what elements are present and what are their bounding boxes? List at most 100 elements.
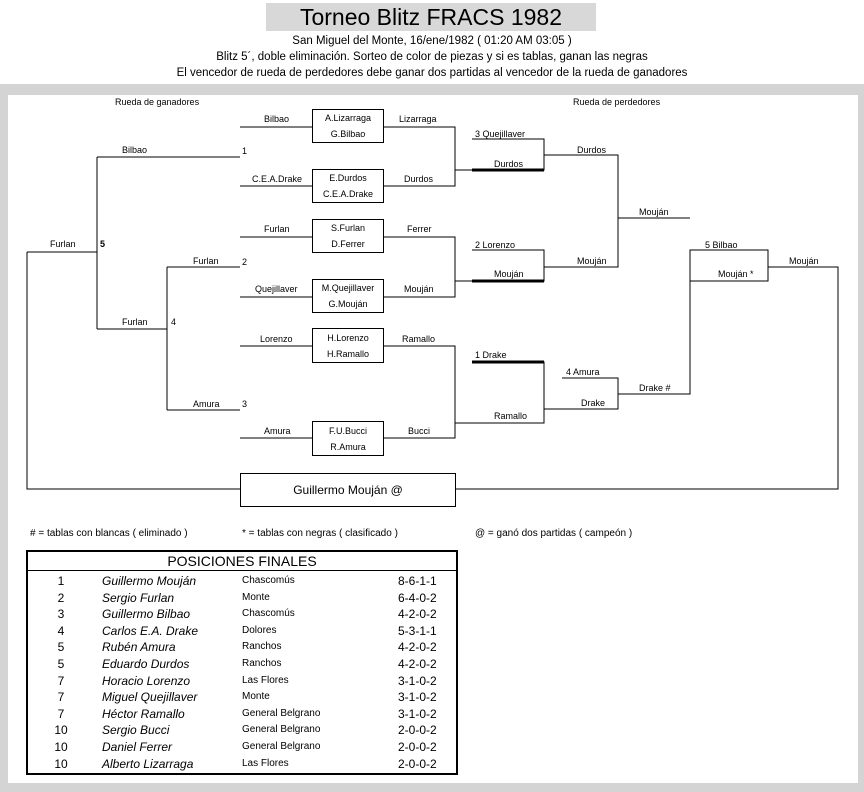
- player-name: Guillermo Mouján: [102, 574, 197, 588]
- rank-cell: 1: [57, 574, 65, 588]
- legend-star: * = tablas con negras ( clasificado ): [242, 528, 398, 539]
- player-score: 2-0-0-2: [398, 740, 437, 754]
- rules-line: Blitz 5´, doble eliminación. Sorteo de c…: [216, 51, 648, 63]
- player-name: Rubén Amura: [102, 640, 176, 655]
- player-score: 2-0-0-2: [398, 756, 437, 771]
- event-info: San Miguel del Monte, 16/ene/1982 ( 01:2…: [292, 35, 572, 47]
- bracket-label: Mouján: [494, 269, 524, 279]
- header: Torneo Blitz FRACS 1982 San Miguel del M…: [0, 0, 864, 84]
- player-city: Ranchos: [242, 641, 282, 653]
- player-city: Las Flores: [242, 757, 289, 769]
- bracket-label: Furlan: [122, 317, 148, 327]
- player-city: Monte: [242, 691, 270, 703]
- match-black: G.Bilbao: [330, 129, 366, 139]
- bracket-label: Ramallo: [402, 334, 436, 344]
- champion-box: Guillermo Mouján @: [240, 473, 456, 507]
- player-name: Alberto Lizarraga: [102, 756, 194, 771]
- bracket-label: 5 Bilbao: [705, 240, 738, 250]
- player-city: General Belgrano: [242, 707, 321, 719]
- losers-bracket-label: Rueda de perdedores: [573, 97, 661, 107]
- bracket-label: 1 Drake: [475, 350, 507, 360]
- rank-cell: 7: [57, 706, 65, 721]
- bracket-label: Mouján: [789, 256, 819, 266]
- page-title: Torneo Blitz FRACS 1982: [266, 3, 596, 31]
- player-name: Horacio Lorenzo: [102, 673, 191, 688]
- bracket-label: Furlan: [193, 256, 219, 266]
- player-score: 3-1-0-2: [398, 673, 437, 688]
- player-city: Chascomús: [242, 608, 295, 620]
- player-name: Daniel Ferrer: [102, 740, 173, 754]
- rank-cell: 7: [57, 673, 65, 688]
- bracket-label: Amura: [193, 399, 220, 409]
- bracket-label: Lizarraga: [399, 114, 437, 124]
- match-black: D.Ferrer: [331, 239, 365, 249]
- match-number: 5: [100, 239, 106, 249]
- match-number: 3: [242, 399, 248, 409]
- bracket-label: Mouján *: [718, 269, 754, 279]
- match-black: R.Amura: [330, 442, 366, 452]
- player-city: Ranchos: [242, 658, 282, 669]
- match-black: H.Ramallo: [326, 349, 369, 359]
- player-score: 5-3-1-1: [398, 623, 437, 638]
- bracket-label: Durdos: [577, 145, 607, 155]
- match-number: 2: [242, 257, 248, 267]
- bracket-label: 3 Quejillaver: [475, 129, 526, 139]
- legend-at: @ = ganó dos partidas ( campeón ): [475, 528, 633, 539]
- bracket-label: 2 Lorenzo: [475, 240, 516, 250]
- player-score: 4-2-0-2: [398, 607, 437, 622]
- match-box-5: H.Lorenzo H.Ramallo: [312, 328, 384, 363]
- player-city: Chascomús: [242, 575, 295, 586]
- player-name: Eduardo Durdos: [102, 657, 190, 671]
- player-score: 3-1-0-2: [398, 706, 437, 721]
- match-black: G.Mouján: [328, 299, 368, 309]
- bracket-label: Bilbao: [122, 145, 148, 155]
- match-white: M.Quejillaver: [321, 283, 375, 293]
- match-white: A.Lizarraga: [324, 113, 372, 123]
- rank-cell: 3: [57, 607, 65, 622]
- player-score: 6-4-0-2: [398, 590, 437, 605]
- bracket-label: Durdos: [404, 174, 434, 184]
- player-name: Héctor Ramallo: [102, 706, 185, 721]
- player-name: Sergio Bucci: [102, 723, 170, 738]
- bracket-label: Ramallo: [494, 411, 528, 421]
- bracket-label: Furlan: [50, 239, 76, 249]
- final-rule-line: El vencedor de rueda de perdedores debe …: [176, 67, 688, 79]
- bracket-label: Quejillaver: [255, 284, 298, 294]
- bracket-label: Durdos: [494, 159, 524, 169]
- standings-title: POSICIONES FINALES: [28, 552, 456, 571]
- player-score: 8-6-1-1: [398, 574, 437, 588]
- player-score: 4-2-0-2: [398, 640, 437, 655]
- bracket-label: C.E.A.Drake: [252, 174, 303, 184]
- player-city: General Belgrano: [242, 724, 321, 736]
- rank-cell: 5: [57, 640, 65, 655]
- match-number: 1: [242, 146, 248, 156]
- bracket-label: Drake: [581, 398, 606, 408]
- player-name: Miguel Quejillaver: [102, 690, 198, 705]
- player-city: Dolores: [242, 624, 277, 636]
- rank-cell: 10: [54, 740, 68, 754]
- rank-cell: 10: [54, 756, 68, 771]
- player-name: Guillermo Bilbao: [102, 607, 191, 622]
- bracket-label: Bilbao: [264, 114, 290, 124]
- bracket-label: Mouján: [577, 256, 607, 266]
- bracket-label: Furlan: [264, 224, 290, 234]
- bracket-label: Bucci: [408, 426, 431, 436]
- bracket-label: Amura: [264, 426, 291, 436]
- match-black: C.E.A.Drake: [322, 189, 373, 199]
- match-white: S.Furlan: [330, 223, 365, 233]
- player-city: Monte: [242, 591, 270, 603]
- player-city: General Belgrano: [242, 741, 321, 752]
- bracket-label: Drake #: [639, 383, 671, 393]
- rank-cell: 4: [57, 623, 65, 638]
- winners-bracket-label: Rueda de ganadores: [115, 97, 200, 107]
- match-number: 4: [171, 317, 177, 327]
- match-box-1: A.Lizarraga G.Bilbao: [312, 109, 384, 143]
- player-name: Carlos E.A. Drake: [102, 623, 199, 638]
- rank-cell: 5: [57, 657, 65, 671]
- player-score: 4-2-0-2: [398, 657, 437, 671]
- bracket-label: Mouján: [639, 207, 669, 217]
- bracket-label: 4 Amura: [566, 367, 600, 377]
- match-white: F.U.Bucci: [328, 426, 367, 436]
